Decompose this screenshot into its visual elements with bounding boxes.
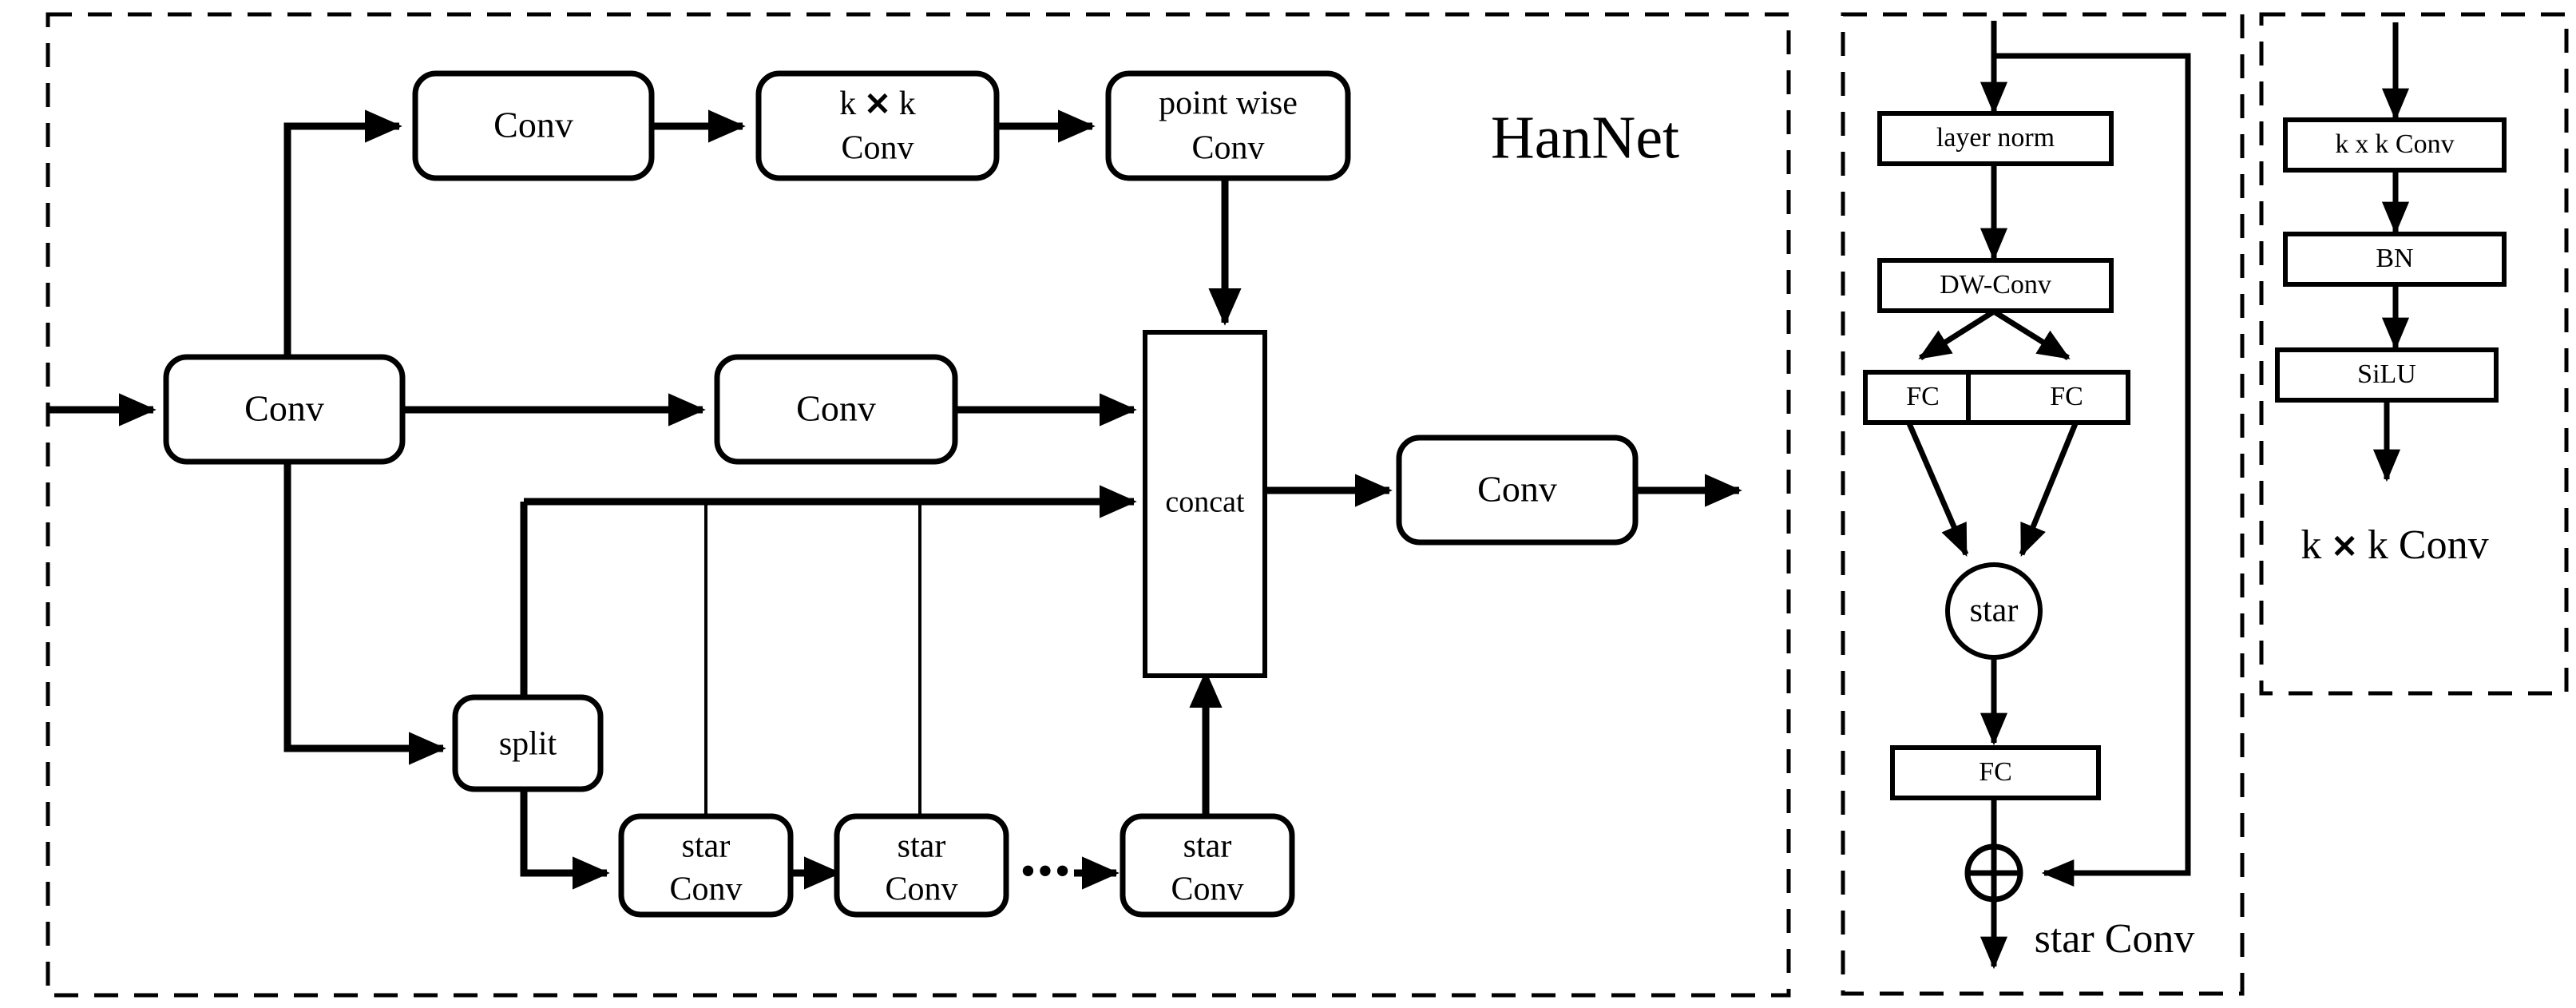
- star-conv-panel-border: [1841, 12, 2245, 996]
- node-star-conv-2-line2: Conv: [885, 871, 957, 908]
- node-conv-top-label: Conv: [493, 105, 573, 145]
- node-fc-bottom-label: FC: [1979, 757, 2012, 787]
- edge-conv-stem-to-split: [283, 462, 446, 765]
- node-star-conv-1-line1: star: [682, 828, 731, 865]
- node-concat[interactable]: concat: [1143, 330, 1267, 678]
- node-point-wise-conv[interactable]: point wise Conv: [1105, 70, 1351, 181]
- kxk-k2: k: [899, 85, 916, 122]
- node-point-wise-line2: Conv: [1191, 130, 1264, 167]
- node-layer-norm[interactable]: layer norm: [1877, 111, 2114, 166]
- multiply-icon: x: [2355, 129, 2368, 159]
- edge-fc-right-to-star: [2019, 420, 2079, 558]
- ellipsis-icon: •••: [1020, 847, 1072, 896]
- node-layer-norm-box[interactable]: [1877, 111, 2114, 166]
- kxk-inner-k1: k: [2335, 129, 2348, 159]
- node-dw-conv-label: DW-Conv: [1940, 270, 2051, 300]
- node-kxk-conv-box[interactable]: [755, 70, 1000, 181]
- node-bn-label: BN: [2376, 244, 2413, 273]
- node-bn[interactable]: BN: [2283, 232, 2507, 287]
- node-split-label: split: [499, 726, 557, 763]
- node-dw-conv[interactable]: DW-Conv: [1877, 258, 2114, 313]
- node-dw-conv-box[interactable]: [1877, 258, 2114, 313]
- multiply-icon: ✕: [864, 87, 891, 122]
- edge-conv-stem-to-conv-top: [283, 109, 402, 357]
- kxk-title-k1: k: [2301, 522, 2321, 568]
- node-star-circle[interactable]: [1945, 562, 2043, 660]
- edge-dw-conv-to-fc-left: [1918, 309, 1995, 360]
- node-split-box[interactable]: [452, 694, 604, 792]
- node-conv-top-box[interactable]: [412, 70, 655, 181]
- node-star-conv-2-line1: star: [898, 828, 946, 865]
- edge-dw-conv-to-fc-right: [1992, 309, 2071, 360]
- node-silu-label: SiLU: [2357, 359, 2416, 389]
- star-conv-panel-title: star Conv: [2035, 916, 2195, 962]
- kxk-conv-panel-border: [2259, 12, 2569, 696]
- kxk-title-k2: k Conv: [2368, 522, 2489, 568]
- node-star-conv-n[interactable]: star Conv: [1120, 813, 1295, 918]
- node-concat-box[interactable]: [1143, 330, 1267, 678]
- hannet-panel-border: [46, 12, 1791, 998]
- kxk-k1: k: [839, 85, 856, 122]
- node-kxk-conv-line2: Conv: [841, 130, 913, 167]
- node-conv-stem[interactable]: Conv: [163, 354, 406, 465]
- node-kxk-conv-line1: k✕k: [839, 85, 916, 122]
- node-concat-label: concat: [1165, 486, 1245, 519]
- node-conv-mid-label: Conv: [796, 388, 876, 429]
- node-silu-box[interactable]: [2275, 347, 2499, 403]
- kxk-inner-k2: k Conv: [2375, 129, 2454, 159]
- node-star-conv-n-box[interactable]: [1120, 813, 1295, 918]
- node-conv-out-box[interactable]: [1396, 435, 1639, 546]
- node-add[interactable]: [1964, 843, 2023, 903]
- edge-star-residual-bypass: [1994, 53, 2191, 887]
- panel-hannet: HanNet: [46, 12, 1791, 998]
- node-star-conv-2[interactable]: star Conv: [834, 813, 1009, 918]
- edge-split-to-star-conv-1: [520, 789, 610, 890]
- node-point-wise-conv-box[interactable]: [1105, 70, 1351, 181]
- node-conv-stem-box[interactable]: [163, 354, 406, 465]
- page-title: HanNet: [1491, 104, 1679, 171]
- node-fc-right-box[interactable]: [1966, 370, 2130, 425]
- node-star[interactable]: star: [1945, 562, 2043, 660]
- node-conv-out[interactable]: Conv: [1396, 435, 1639, 546]
- node-fc-right[interactable]: FC: [1966, 370, 2130, 425]
- node-kxk-conv-inner-box[interactable]: [2283, 117, 2507, 173]
- node-fc-bottom-box[interactable]: [1890, 745, 2101, 800]
- node-star-conv-2-box[interactable]: [834, 813, 1009, 918]
- panel-star-conv: layer norm DW-Conv FC FC star FC star: [1841, 12, 2245, 996]
- node-kxk-conv[interactable]: k✕k Conv: [755, 70, 1000, 181]
- node-fc-bottom[interactable]: FC: [1890, 745, 2101, 800]
- node-star-conv-1-line2: Conv: [669, 871, 742, 908]
- node-conv-top[interactable]: Conv: [412, 70, 655, 181]
- node-bn-box[interactable]: [2283, 232, 2507, 287]
- node-layer-norm-label: layer norm: [1936, 123, 2055, 153]
- node-point-wise-line1: point wise: [1159, 85, 1298, 122]
- node-star-conv-1-box[interactable]: [618, 813, 794, 918]
- node-fc-left-label: FC: [1906, 382, 1940, 411]
- node-conv-mid-box[interactable]: [714, 354, 958, 465]
- node-conv-mid[interactable]: Conv: [714, 354, 958, 465]
- node-star-conv-1[interactable]: star Conv: [618, 813, 794, 918]
- node-conv-stem-label: Conv: [244, 388, 324, 429]
- node-star-conv-n-line2: Conv: [1171, 871, 1243, 908]
- node-split[interactable]: split: [452, 694, 604, 792]
- node-star-label: star: [1970, 593, 2019, 629]
- node-silu[interactable]: SiLU: [2275, 347, 2499, 403]
- kxk-conv-panel-title: k ✕ k Conv: [2301, 522, 2488, 568]
- edge-fc-left-to-star: [1905, 420, 1969, 557]
- node-conv-out-label: Conv: [1477, 469, 1557, 510]
- node-fc-right-label: FC: [2050, 382, 2083, 411]
- multiply-icon: ✕: [2331, 530, 2358, 565]
- node-star-conv-n-line1: star: [1183, 828, 1232, 865]
